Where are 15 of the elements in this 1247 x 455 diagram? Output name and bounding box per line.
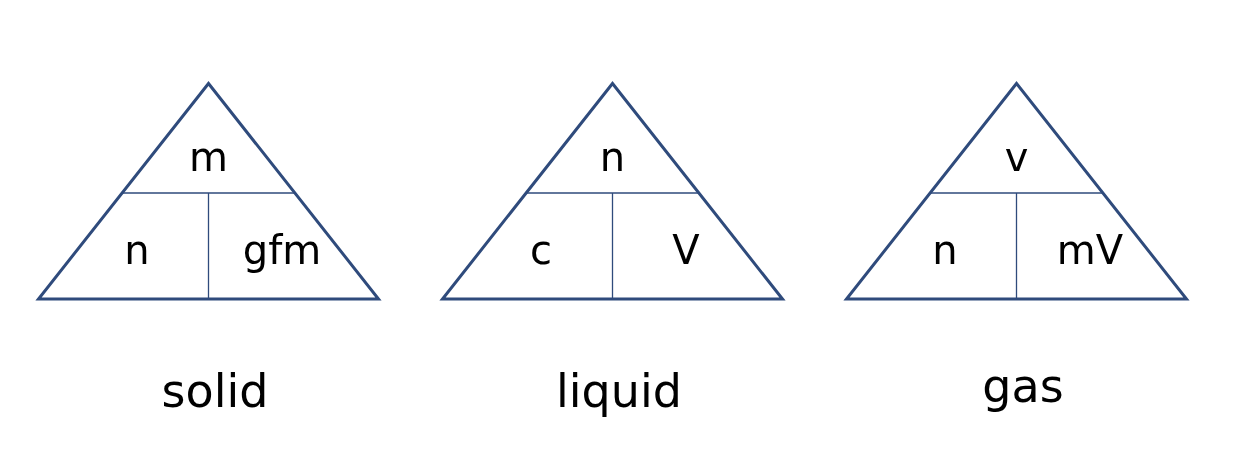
formula-triangle [37, 82, 380, 300]
formula-symbol: mV [1056, 227, 1124, 273]
formula-triangle [845, 82, 1188, 300]
state-label: solid [161, 365, 269, 417]
formula-symbol: gfm [242, 227, 322, 273]
formula-symbol: m [189, 134, 228, 180]
formula-symbol: n [599, 134, 626, 180]
formula-symbol: V [672, 227, 700, 273]
formula-symbol: c [530, 227, 552, 273]
formula-symbol: v [1004, 134, 1029, 180]
formula-symbol: n [124, 227, 150, 273]
formula-symbol: n [932, 227, 958, 273]
formula-triangle [441, 82, 784, 300]
state-label: gas [982, 360, 1064, 412]
state-label: liquid [556, 365, 682, 417]
